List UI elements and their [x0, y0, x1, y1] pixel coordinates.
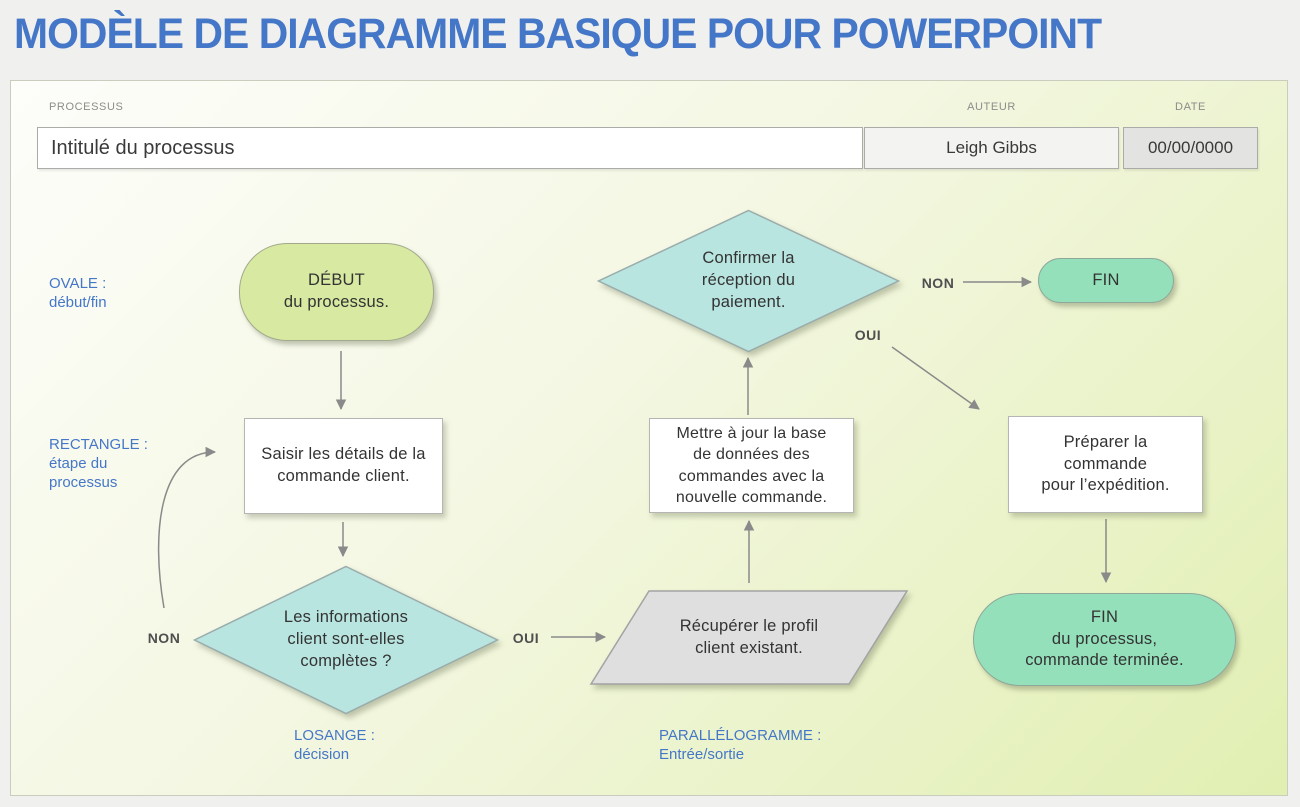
date-input[interactable]: 00/00/0000 — [1123, 127, 1258, 169]
legend-diamond-desc: décision — [294, 745, 350, 763]
decision2-text: Confirmer la réception du paiement. — [701, 249, 796, 311]
legend-diamond: LOSANGE : décision — [294, 727, 375, 765]
legend-rectangle-desc: étape du processus — [49, 454, 118, 491]
start-oval[interactable]: DÉBUT du processus. — [239, 243, 434, 341]
date-value: 00/00/0000 — [1147, 138, 1234, 157]
legend-oval: OVALE : début/fin — [49, 275, 107, 313]
legend-diamond-title: LOSANGE : — [294, 727, 375, 744]
legend-rectangle: RECTANGLE : étape du processus — [49, 436, 148, 492]
end2-pill[interactable]: FIN du processus, commande terminée. — [973, 593, 1236, 686]
step3-rectangle[interactable]: Préparer la commande pour l’expédition. — [1008, 416, 1203, 513]
legend-rectangle-title: RECTANGLE : — [49, 436, 148, 453]
step2-rectangle[interactable]: Mettre à jour la base de données des com… — [649, 418, 854, 513]
process-title-value: Intitulé du processus — [51, 136, 235, 159]
author-input[interactable]: Leigh Gibbs — [864, 127, 1119, 169]
legend-parallelogram-title: PARALLÉLOGRAMME : — [659, 727, 822, 744]
io1-text: Récupérer le profil client existant. — [679, 616, 819, 657]
legend-parallelogram: PARALLÉLOGRAMME : Entrée/sortie — [659, 727, 821, 765]
author-field-label: AUTEUR — [967, 101, 1016, 113]
arrow-oui2-to-step3 — [891, 346, 980, 410]
decision2-diamond[interactable] — [596, 209, 901, 353]
decision1-diamond[interactable] — [192, 565, 500, 715]
legend-parallelogram-desc: Entrée/sortie — [659, 745, 745, 763]
legend-oval-desc: début/fin — [49, 293, 107, 311]
process-field-label: PROCESSUS — [49, 101, 124, 113]
decision1-text: Les informations client sont-elles compl… — [283, 608, 409, 670]
step1-rectangle[interactable]: Saisir les détails de la commande client… — [244, 418, 443, 514]
non1-label: NON — [147, 630, 181, 646]
legend-oval-title: OVALE : — [49, 275, 107, 292]
process-title-input[interactable]: Intitulé du processus — [37, 127, 863, 169]
end1-pill[interactable]: FIN — [1038, 258, 1174, 303]
oui1-label: OUI — [512, 630, 540, 646]
page-title: MODÈLE DE DIAGRAMME BASIQUE POUR POWERPO… — [14, 10, 1102, 58]
author-value: Leigh Gibbs — [946, 138, 1037, 157]
diagram-panel: PROCESSUS Intitulé du processus AUTEUR L… — [10, 80, 1288, 796]
date-field-label: DATE — [1175, 101, 1206, 113]
io1-parallelogram[interactable] — [589, 589, 909, 686]
non2-label: NON — [921, 275, 955, 291]
oui2-label: OUI — [854, 327, 882, 343]
